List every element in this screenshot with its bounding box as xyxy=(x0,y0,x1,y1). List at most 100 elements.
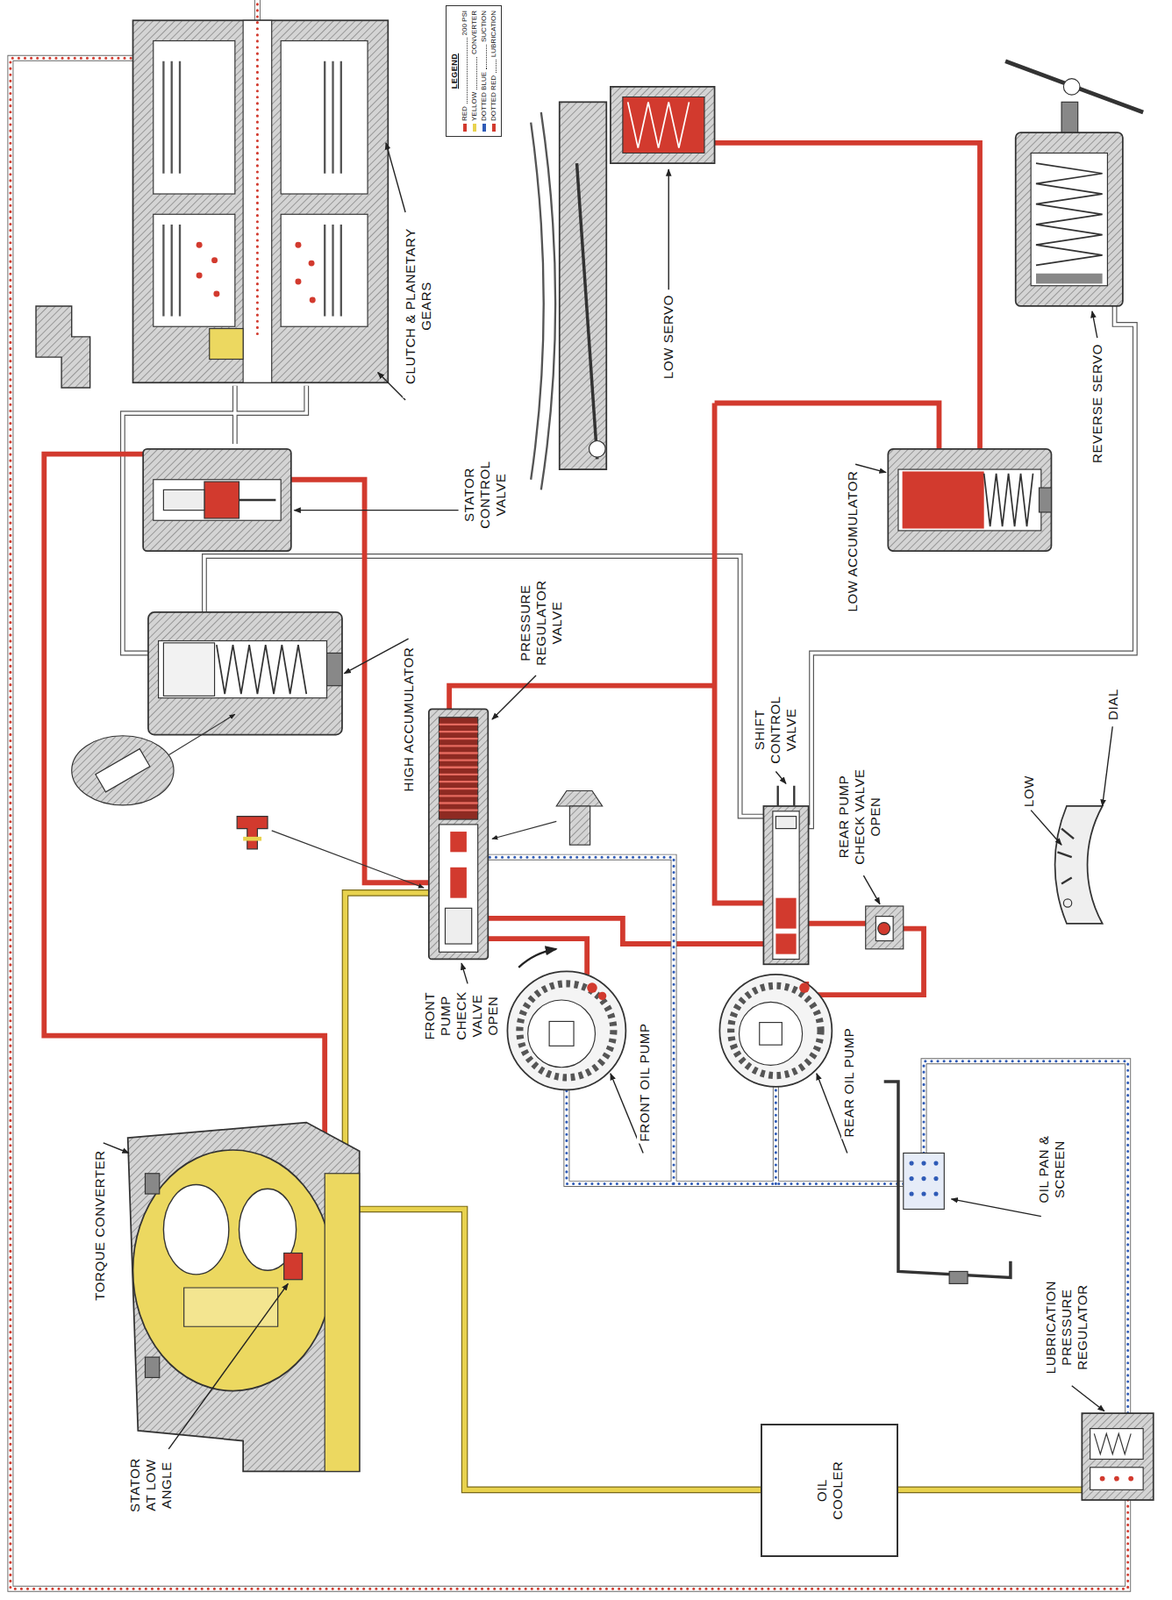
leader-line xyxy=(775,771,787,784)
torque-converter xyxy=(128,1122,360,1473)
oil-pan xyxy=(921,1191,926,1196)
leader-line xyxy=(385,142,406,213)
callout-holder: LOW ACCUMULATOR xyxy=(844,468,861,614)
oil-pan xyxy=(909,1191,915,1196)
stator-control-valve xyxy=(142,449,292,551)
converter-line xyxy=(344,893,1087,1491)
box-label: OIL COOLER xyxy=(814,1455,846,1526)
lubrication-pressure-regulator xyxy=(1093,1433,1131,1454)
callout-holder: DIAL xyxy=(1105,686,1122,722)
leader-line xyxy=(1071,1386,1105,1412)
leader-line xyxy=(1102,726,1114,807)
low-servo xyxy=(588,441,606,458)
exhaust-line xyxy=(122,306,1136,827)
oil-pan xyxy=(884,1081,1011,1284)
callout-holder: PRESSURE REGULATOR VALVE xyxy=(517,572,565,673)
legend-key: RED xyxy=(459,107,470,122)
clutch-planetary xyxy=(309,297,316,304)
part-label: STATOR AT LOW ANGLE xyxy=(127,1457,174,1513)
lubrication-pressure-regulator xyxy=(1114,1476,1120,1482)
selector-dial xyxy=(1055,806,1103,924)
torque-converter xyxy=(284,1252,303,1280)
shift-control-valve xyxy=(775,816,796,829)
leader-line xyxy=(950,1199,1041,1217)
oil-pan xyxy=(909,1161,939,1197)
low-servo xyxy=(530,122,544,480)
dot-leader xyxy=(461,38,468,105)
selector-dial xyxy=(1057,828,1074,885)
callout-holder: CLUTCH & PLANETARY GEARS xyxy=(402,214,435,399)
torque-converter xyxy=(184,1287,279,1327)
reverse-servo xyxy=(1036,273,1103,285)
part-label: PRESSURE REGULATOR VALVE xyxy=(517,579,565,665)
part-label: HIGH ACCUMULATOR xyxy=(400,647,416,793)
converter-line xyxy=(344,893,1087,1491)
leader-line xyxy=(378,372,406,401)
low-servo xyxy=(559,101,608,470)
torque-converter xyxy=(163,1185,229,1275)
reverse-servo xyxy=(1036,163,1103,265)
part-label: DIAL xyxy=(1105,688,1121,721)
lubrication-line xyxy=(10,0,1129,1589)
lubrication-pressure-regulator xyxy=(1100,1476,1106,1482)
low-servo xyxy=(577,163,598,459)
stator-control-valve xyxy=(142,449,292,551)
shift-control-valve xyxy=(763,806,808,965)
front-oil-pump xyxy=(549,1021,574,1046)
legend-text: CONVERTER xyxy=(469,10,479,55)
callout-holder: HIGH ACCUMULATOR xyxy=(400,645,417,794)
pressure-regulator-valve xyxy=(438,724,478,811)
oil-pan xyxy=(933,1191,938,1196)
part-label: STATOR CONTROL VALVE xyxy=(461,461,508,530)
lubrication-line xyxy=(10,0,1129,1589)
clutch-planetary xyxy=(242,20,272,383)
low-servo xyxy=(628,101,690,148)
callout-holder: STATOR CONTROL VALVE xyxy=(461,456,509,535)
high-accumulator xyxy=(148,612,343,736)
dot-leader xyxy=(480,44,487,70)
shift-control-valve xyxy=(775,898,796,930)
clutch-planetary xyxy=(294,278,301,286)
legend-swatch xyxy=(471,123,476,132)
clutch-planetary xyxy=(196,272,203,279)
part-label: LOW SERVO xyxy=(660,294,676,379)
accumulator-detail xyxy=(71,714,236,806)
legend-text: SUCTION xyxy=(478,10,489,43)
callout-holder: REAR PUMP CHECK VALVE OPEN xyxy=(836,760,884,874)
rotation-arrow xyxy=(518,949,557,968)
clutch-planetary xyxy=(294,242,301,249)
part-label: CLUTCH & PLANETARY GEARS xyxy=(402,228,434,385)
leader-line xyxy=(293,509,458,511)
torque-converter xyxy=(133,1150,334,1392)
accumulator-detail xyxy=(168,714,236,756)
part-label: LOW xyxy=(1021,775,1037,808)
pressure-line xyxy=(43,142,980,1266)
rear-pump-check-valve xyxy=(865,906,904,950)
valve-detail xyxy=(556,791,602,807)
legend-swatch xyxy=(462,123,466,132)
dot-leader xyxy=(471,57,478,91)
leader-line xyxy=(103,142,1113,1450)
clutch-planetary xyxy=(196,242,203,249)
low-accumulator xyxy=(984,473,1034,527)
leader-line xyxy=(1030,810,1062,846)
torque-converter xyxy=(324,1173,360,1473)
low-servo xyxy=(541,112,556,490)
clutch-planetary xyxy=(153,41,236,194)
rear-oil-pump xyxy=(719,974,832,1087)
torque-converter xyxy=(128,1122,360,1473)
callout-holder: REAR OIL PUMP xyxy=(841,1025,858,1139)
pressure-regulator-valve xyxy=(450,867,467,899)
low-accumulator xyxy=(1038,487,1051,513)
rear-oil-pump xyxy=(738,1001,802,1065)
part-label: REVERSE SERVO xyxy=(1089,343,1105,464)
callout-holder: LOW SERVO xyxy=(660,293,677,381)
legend-text: LUBRICATION xyxy=(488,10,499,58)
callout-holder: SHIFT CONTROL VALVE xyxy=(751,691,800,770)
callout-holder: FRONT PUMP CHECK VALVE OPEN xyxy=(421,986,501,1045)
reverse-servo xyxy=(1030,152,1108,286)
legend-key: DOTTED RED xyxy=(488,75,499,122)
component-box: OIL COOLER xyxy=(760,1423,899,1557)
